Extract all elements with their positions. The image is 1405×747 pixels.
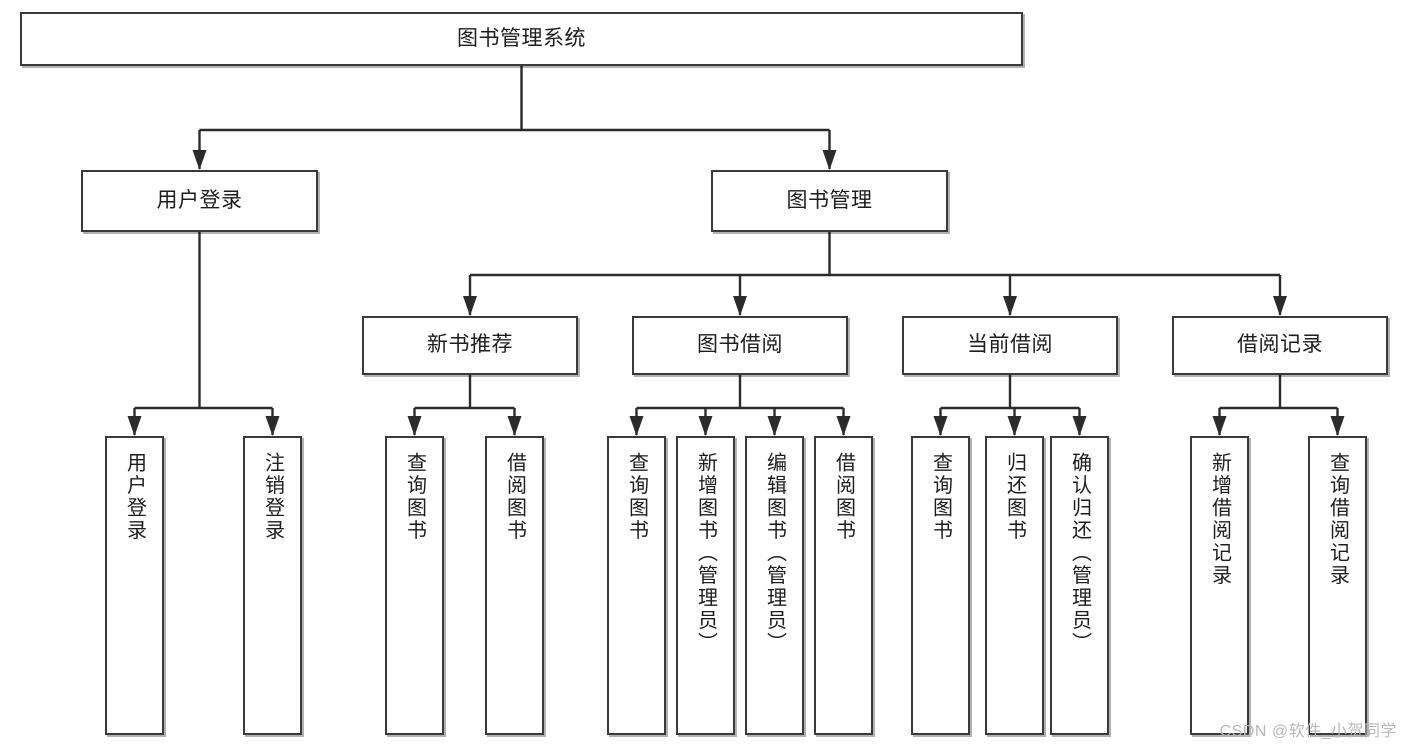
node-label: 新增图书（管理员） — [694, 452, 717, 655]
node-record[interactable]: 借阅记录 — [1172, 316, 1388, 375]
node-label: 归还图书 — [1003, 452, 1026, 542]
node-label: 查询借阅记录 — [1326, 452, 1349, 587]
node-borrow[interactable]: 图书借阅 — [632, 316, 848, 375]
node-leaf-new-1[interactable]: 查询图书 — [385, 436, 444, 735]
node-newbook[interactable]: 新书推荐 — [362, 316, 578, 375]
node-leaf-borrow-4[interactable]: 借阅图书 — [814, 436, 873, 735]
edge-arrowhead — [767, 416, 782, 436]
node-label: 用户登录 — [156, 188, 243, 212]
node-label: 用户登录 — [123, 452, 146, 542]
node-current[interactable]: 当前借阅 — [902, 316, 1118, 375]
node-leaf-borrow-1[interactable]: 查询图书 — [607, 436, 666, 735]
node-label: 图书借阅 — [697, 333, 783, 357]
edge-arrowhead — [127, 416, 142, 436]
node-bookmgmt[interactable]: 图书管理 — [711, 170, 948, 232]
edge-arrowhead — [629, 416, 644, 436]
edge-arrowhead — [192, 150, 207, 170]
node-login[interactable]: 用户登录 — [81, 170, 318, 232]
edge-arrowhead — [733, 296, 747, 316]
node-label: 借阅图书 — [832, 452, 855, 542]
node-label: 新增借阅记录 — [1208, 452, 1231, 587]
edge-arrowhead — [698, 416, 713, 436]
edge-arrowhead — [836, 416, 851, 436]
node-label: 查询图书 — [625, 452, 648, 542]
node-leaf-borrow-2[interactable]: 新增图书（管理员） — [676, 436, 735, 735]
node-leaf-cur-1[interactable]: 查询图书 — [911, 436, 970, 735]
edge-arrowhead — [1007, 416, 1022, 436]
edge-arrowhead — [1273, 296, 1287, 316]
node-label: 图书管理 — [786, 188, 873, 212]
edge-arrowhead — [1072, 416, 1087, 436]
node-leaf-cur-2[interactable]: 归还图书 — [985, 436, 1044, 735]
node-leaf-login-2[interactable]: 注销登录 — [243, 436, 302, 735]
node-leaf-cur-3[interactable]: 确认归还（管理员） — [1050, 436, 1109, 735]
node-label: 借阅记录 — [1237, 333, 1323, 357]
node-leaf-rec-2[interactable]: 查询借阅记录 — [1308, 436, 1367, 735]
node-label: 注销登录 — [261, 452, 284, 542]
edge-arrowhead — [933, 416, 948, 436]
node-label: 新书推荐 — [427, 333, 513, 357]
edge-arrowhead — [1330, 416, 1345, 436]
edge-arrowhead — [507, 416, 522, 436]
edge-arrowhead — [463, 296, 477, 316]
node-label: 图书管理系统 — [457, 26, 586, 50]
node-leaf-new-2[interactable]: 借阅图书 — [485, 436, 544, 735]
edge-arrowhead — [1212, 416, 1227, 436]
node-root[interactable]: 图书管理系统 — [20, 12, 1023, 66]
node-label: 编辑图书（管理员） — [763, 452, 786, 655]
node-label: 借阅图书 — [503, 452, 526, 542]
node-label: 查询图书 — [403, 452, 426, 542]
node-label: 查询图书 — [929, 452, 952, 542]
node-leaf-borrow-3[interactable]: 编辑图书（管理员） — [745, 436, 804, 735]
node-leaf-rec-1[interactable]: 新增借阅记录 — [1190, 436, 1249, 735]
edge-arrowhead — [407, 416, 422, 436]
edge-arrowhead — [1003, 296, 1017, 316]
edge-arrowhead — [822, 150, 837, 170]
edge-arrowhead — [265, 416, 280, 436]
node-leaf-login-1[interactable]: 用户登录 — [105, 436, 164, 735]
node-label: 确认归还（管理员） — [1068, 452, 1091, 655]
node-label: 当前借阅 — [967, 333, 1053, 357]
